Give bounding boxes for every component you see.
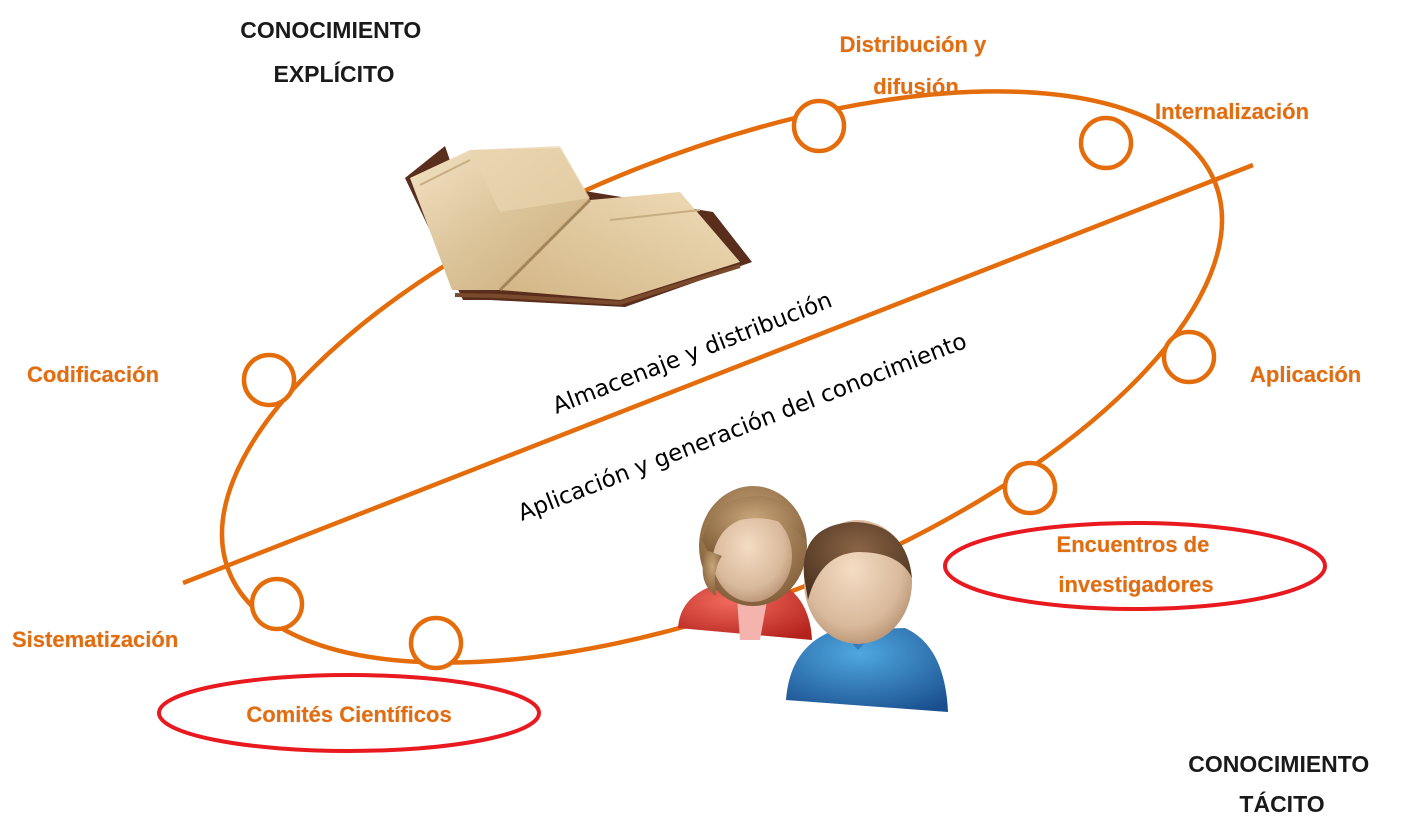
stage-label-application: Aplicación bbox=[1250, 362, 1361, 387]
stage-ring-internalization bbox=[1078, 115, 1134, 171]
stage-label-codification: Codificación bbox=[27, 362, 159, 387]
stage-ring-meetings bbox=[1002, 460, 1058, 516]
highlight-ellipse-meetings bbox=[943, 521, 1327, 611]
explicit-tacit-divider bbox=[182, 162, 1254, 586]
stage-ring-application bbox=[1161, 329, 1217, 385]
open-book-icon bbox=[405, 146, 752, 307]
highlight-label-meetings: Encuentros de investigadores bbox=[1057, 532, 1216, 597]
stage-ring-committees bbox=[408, 615, 464, 671]
highlight-label-committees: Comités Científicos bbox=[246, 702, 451, 727]
stage-label-systematization: Sistematización bbox=[12, 627, 178, 652]
highlight-ellipse-committees bbox=[157, 673, 541, 753]
stage-ring-distribution bbox=[791, 98, 847, 154]
stage-ring-codification bbox=[241, 352, 297, 408]
stage-ring-systematization bbox=[249, 576, 305, 632]
stage-label-internalization: Internalización bbox=[1155, 99, 1309, 124]
region-tacit-label: CONOCIMIENTO TÁCITO bbox=[1188, 751, 1375, 817]
knowledge-cycle-path bbox=[219, 89, 1225, 665]
stage-label-distribution: Distribución y difusión bbox=[840, 32, 993, 99]
region-explicit-label: CONOCIMIENTO EXPLÍCITO bbox=[240, 17, 427, 87]
two-people-icon bbox=[678, 486, 948, 712]
